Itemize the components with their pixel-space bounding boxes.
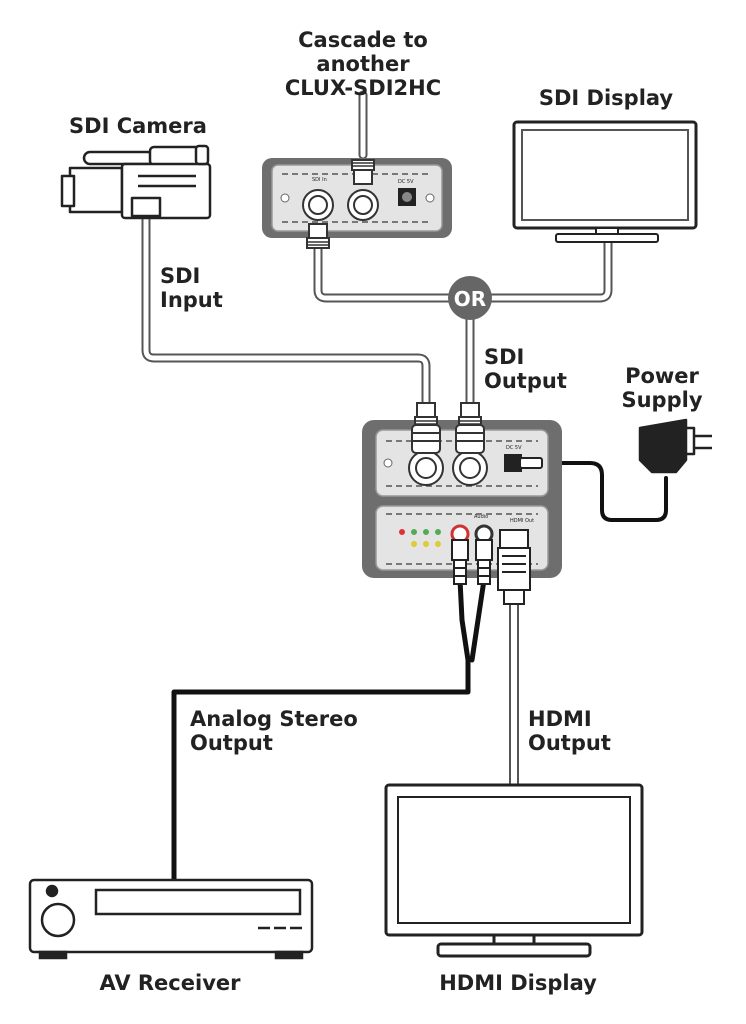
sdi-camera-label: SDI Camera: [69, 114, 207, 138]
converter-hdmi-label: HDMI Out: [510, 518, 534, 524]
sdi-display-label: SDI Display: [539, 86, 674, 110]
hdmi-output-label-line1: HDMI: [528, 707, 592, 731]
analog-output-label-line2: Output: [190, 731, 273, 755]
hdmi-output-label-line2: Output: [528, 731, 611, 755]
sdi-input-cable: [141, 213, 431, 410]
power-supply: [638, 418, 712, 474]
or-badge: OR: [448, 276, 492, 320]
cascade-label-line1: Cascade to: [298, 28, 428, 52]
rca-jacks: [450, 524, 494, 544]
converter-audio-label: Audio: [474, 514, 488, 520]
sdi-camera: [60, 144, 212, 220]
converter-bnc-plugs: [411, 424, 485, 454]
cascade-label-line2: another: [316, 52, 410, 76]
converter-sdi-out-port: [452, 450, 488, 486]
cascade-bnc-left: [302, 189, 334, 221]
main-converter: DC 5V Audio HDMI Out: [362, 402, 562, 605]
hdmi-plug: [497, 529, 531, 605]
sdi-input-label-line1: SDI: [160, 264, 200, 288]
cascade-bnc-right: [347, 189, 379, 221]
sdi-output-label-line2: Output: [484, 369, 567, 393]
converter-dc-label: DC 5V: [506, 445, 522, 451]
or-label: OR: [454, 287, 486, 311]
power-supply-label-line2: Supply: [621, 388, 702, 412]
labels: Cascade to another CLUX-SDI2HC SDI Displ…: [69, 28, 703, 995]
sdi-display: [512, 120, 698, 243]
converter-sdi-in-port: [408, 450, 444, 486]
sdi-input-label-line2: Input: [160, 288, 223, 312]
status-leds: [399, 529, 441, 547]
sdi-output-label-line1: SDI: [484, 345, 524, 369]
power-cable: [538, 461, 668, 522]
analog-stereo-cable: [171, 577, 487, 883]
cascade-device: SDI In DC 5V: [262, 158, 452, 249]
av-receiver: [28, 878, 314, 960]
av-receiver-label: AV Receiver: [100, 971, 242, 995]
analog-output-label-line1: Analog Stereo: [190, 707, 358, 731]
hdmi-display: [384, 783, 644, 958]
cascade-label-line3: CLUX-SDI2HC: [285, 76, 441, 100]
power-supply-label-line1: Power: [625, 364, 699, 388]
cascade-sdi-in-label: SDI In: [312, 177, 327, 183]
hdmi-display-label: HDMI Display: [439, 971, 597, 995]
cascade-dc-label: DC 5V: [398, 179, 414, 185]
rca-plugs: [451, 539, 493, 585]
